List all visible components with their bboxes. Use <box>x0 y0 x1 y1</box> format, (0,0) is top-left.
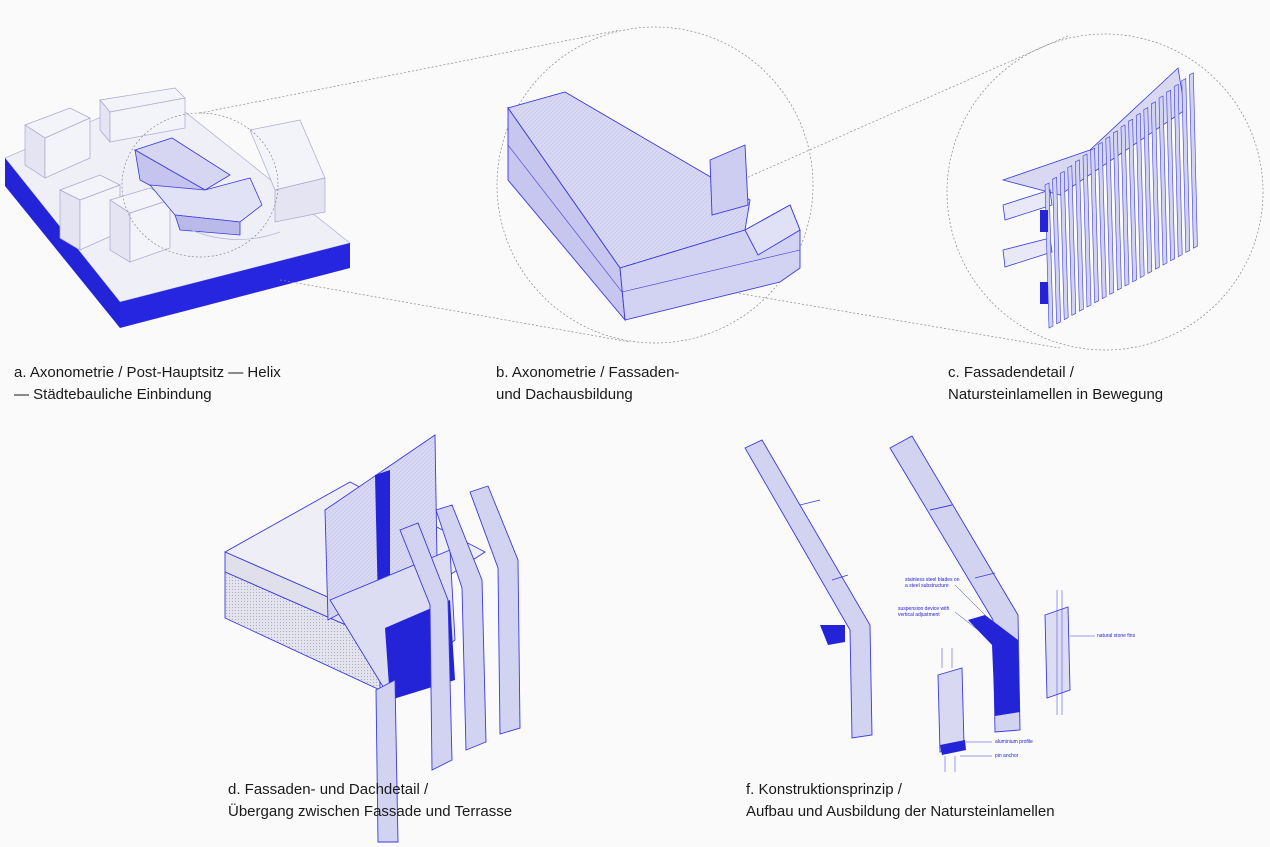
annotation-fins: natural stone fins <box>1097 633 1135 639</box>
annotation-blades-line1: stainless steel blades on <box>905 577 960 583</box>
annotation-suspension-line2: vertical adjustment <box>898 612 940 618</box>
caption-b: b. Axonometrie / Fassaden- und Dachausbi… <box>496 362 679 406</box>
zoom-circle-b <box>496 26 814 344</box>
site-base-side-left <box>5 158 120 328</box>
caption-a: a. Axonometrie / Post-Hauptsitz — Helix … <box>14 362 281 406</box>
annotation-blades-line2: a steel substructure <box>905 583 949 589</box>
caption-a-line2: — Städtebauliche Einbindung <box>14 386 212 403</box>
lamella <box>1173 83 1183 258</box>
annotation-profile-text: aluminium profile <box>995 739 1033 745</box>
lamella <box>1120 124 1130 287</box>
axonometry-building-volume <box>507 91 801 322</box>
caption-a-line1: a. Axonometrie / Post-Hauptsitz — Helix <box>14 364 281 381</box>
lamellae-array <box>1044 72 1198 329</box>
helix-building <box>134 137 263 236</box>
caption-f: f. Konstruktionsprinzip / Aufbau und Aus… <box>746 779 1055 823</box>
lamella <box>1151 101 1160 270</box>
caption-c-line1: c. Fassadendetail / <box>948 364 1074 381</box>
lamella <box>1158 95 1168 266</box>
lamella <box>1059 170 1069 321</box>
caption-b-line2: und Dachausbildung <box>496 386 633 403</box>
lamella <box>1052 176 1061 325</box>
axonometry-site-model <box>4 87 351 328</box>
lamella <box>1143 107 1153 274</box>
lamella <box>1128 118 1137 283</box>
zoom-circle-c <box>946 33 1264 351</box>
lamella <box>1166 89 1175 262</box>
facade-roof-detail <box>223 434 521 843</box>
lamella <box>1067 165 1077 316</box>
annotation-fins-text: natural stone fins <box>1097 633 1136 639</box>
annotation-blades: stainless steel blades on a steel substr… <box>905 577 959 589</box>
lamella <box>1189 72 1198 249</box>
annotation-anchor-text: pin anchor <box>995 753 1019 759</box>
facade-lamella-detail <box>1001 67 1198 329</box>
caption-f-line1: f. Konstruktionsprinzip / <box>746 781 902 798</box>
caption-c: c. Fassadendetail / Natursteinlamellen i… <box>948 362 1163 406</box>
caption-d-line1: d. Fassaden- und Dachdetail / <box>228 781 429 798</box>
caption-d: d. Fassaden- und Dachdetail / Übergang z… <box>228 779 512 823</box>
caption-f-line2: Aufbau und Ausbildung der Natursteinlame… <box>746 803 1055 820</box>
lamella <box>1105 136 1115 295</box>
lamella <box>1113 130 1122 291</box>
annotation-suspension: suspension device with vertical adjustme… <box>898 606 949 618</box>
annotation-profile: aluminium profile <box>995 739 1033 745</box>
lamella <box>1097 141 1107 300</box>
site-base-side-right <box>120 243 350 328</box>
lamella <box>1135 112 1145 279</box>
lamella <box>1181 78 1191 253</box>
annotation-suspension-line1: suspension device with <box>898 606 950 612</box>
lamella <box>1082 153 1092 308</box>
caption-b-line1: b. Axonometrie / Fassaden- <box>496 364 680 381</box>
construction-principle <box>744 435 1095 772</box>
caption-d-line2: Übergang zwischen Fassade und Terrasse <box>228 803 513 820</box>
annotation-anchor: pin anchor <box>995 753 1018 759</box>
caption-c-line2: Natursteinlamellen in Bewegung <box>948 386 1164 403</box>
lamella <box>1090 147 1099 304</box>
lamella <box>1075 159 1084 312</box>
